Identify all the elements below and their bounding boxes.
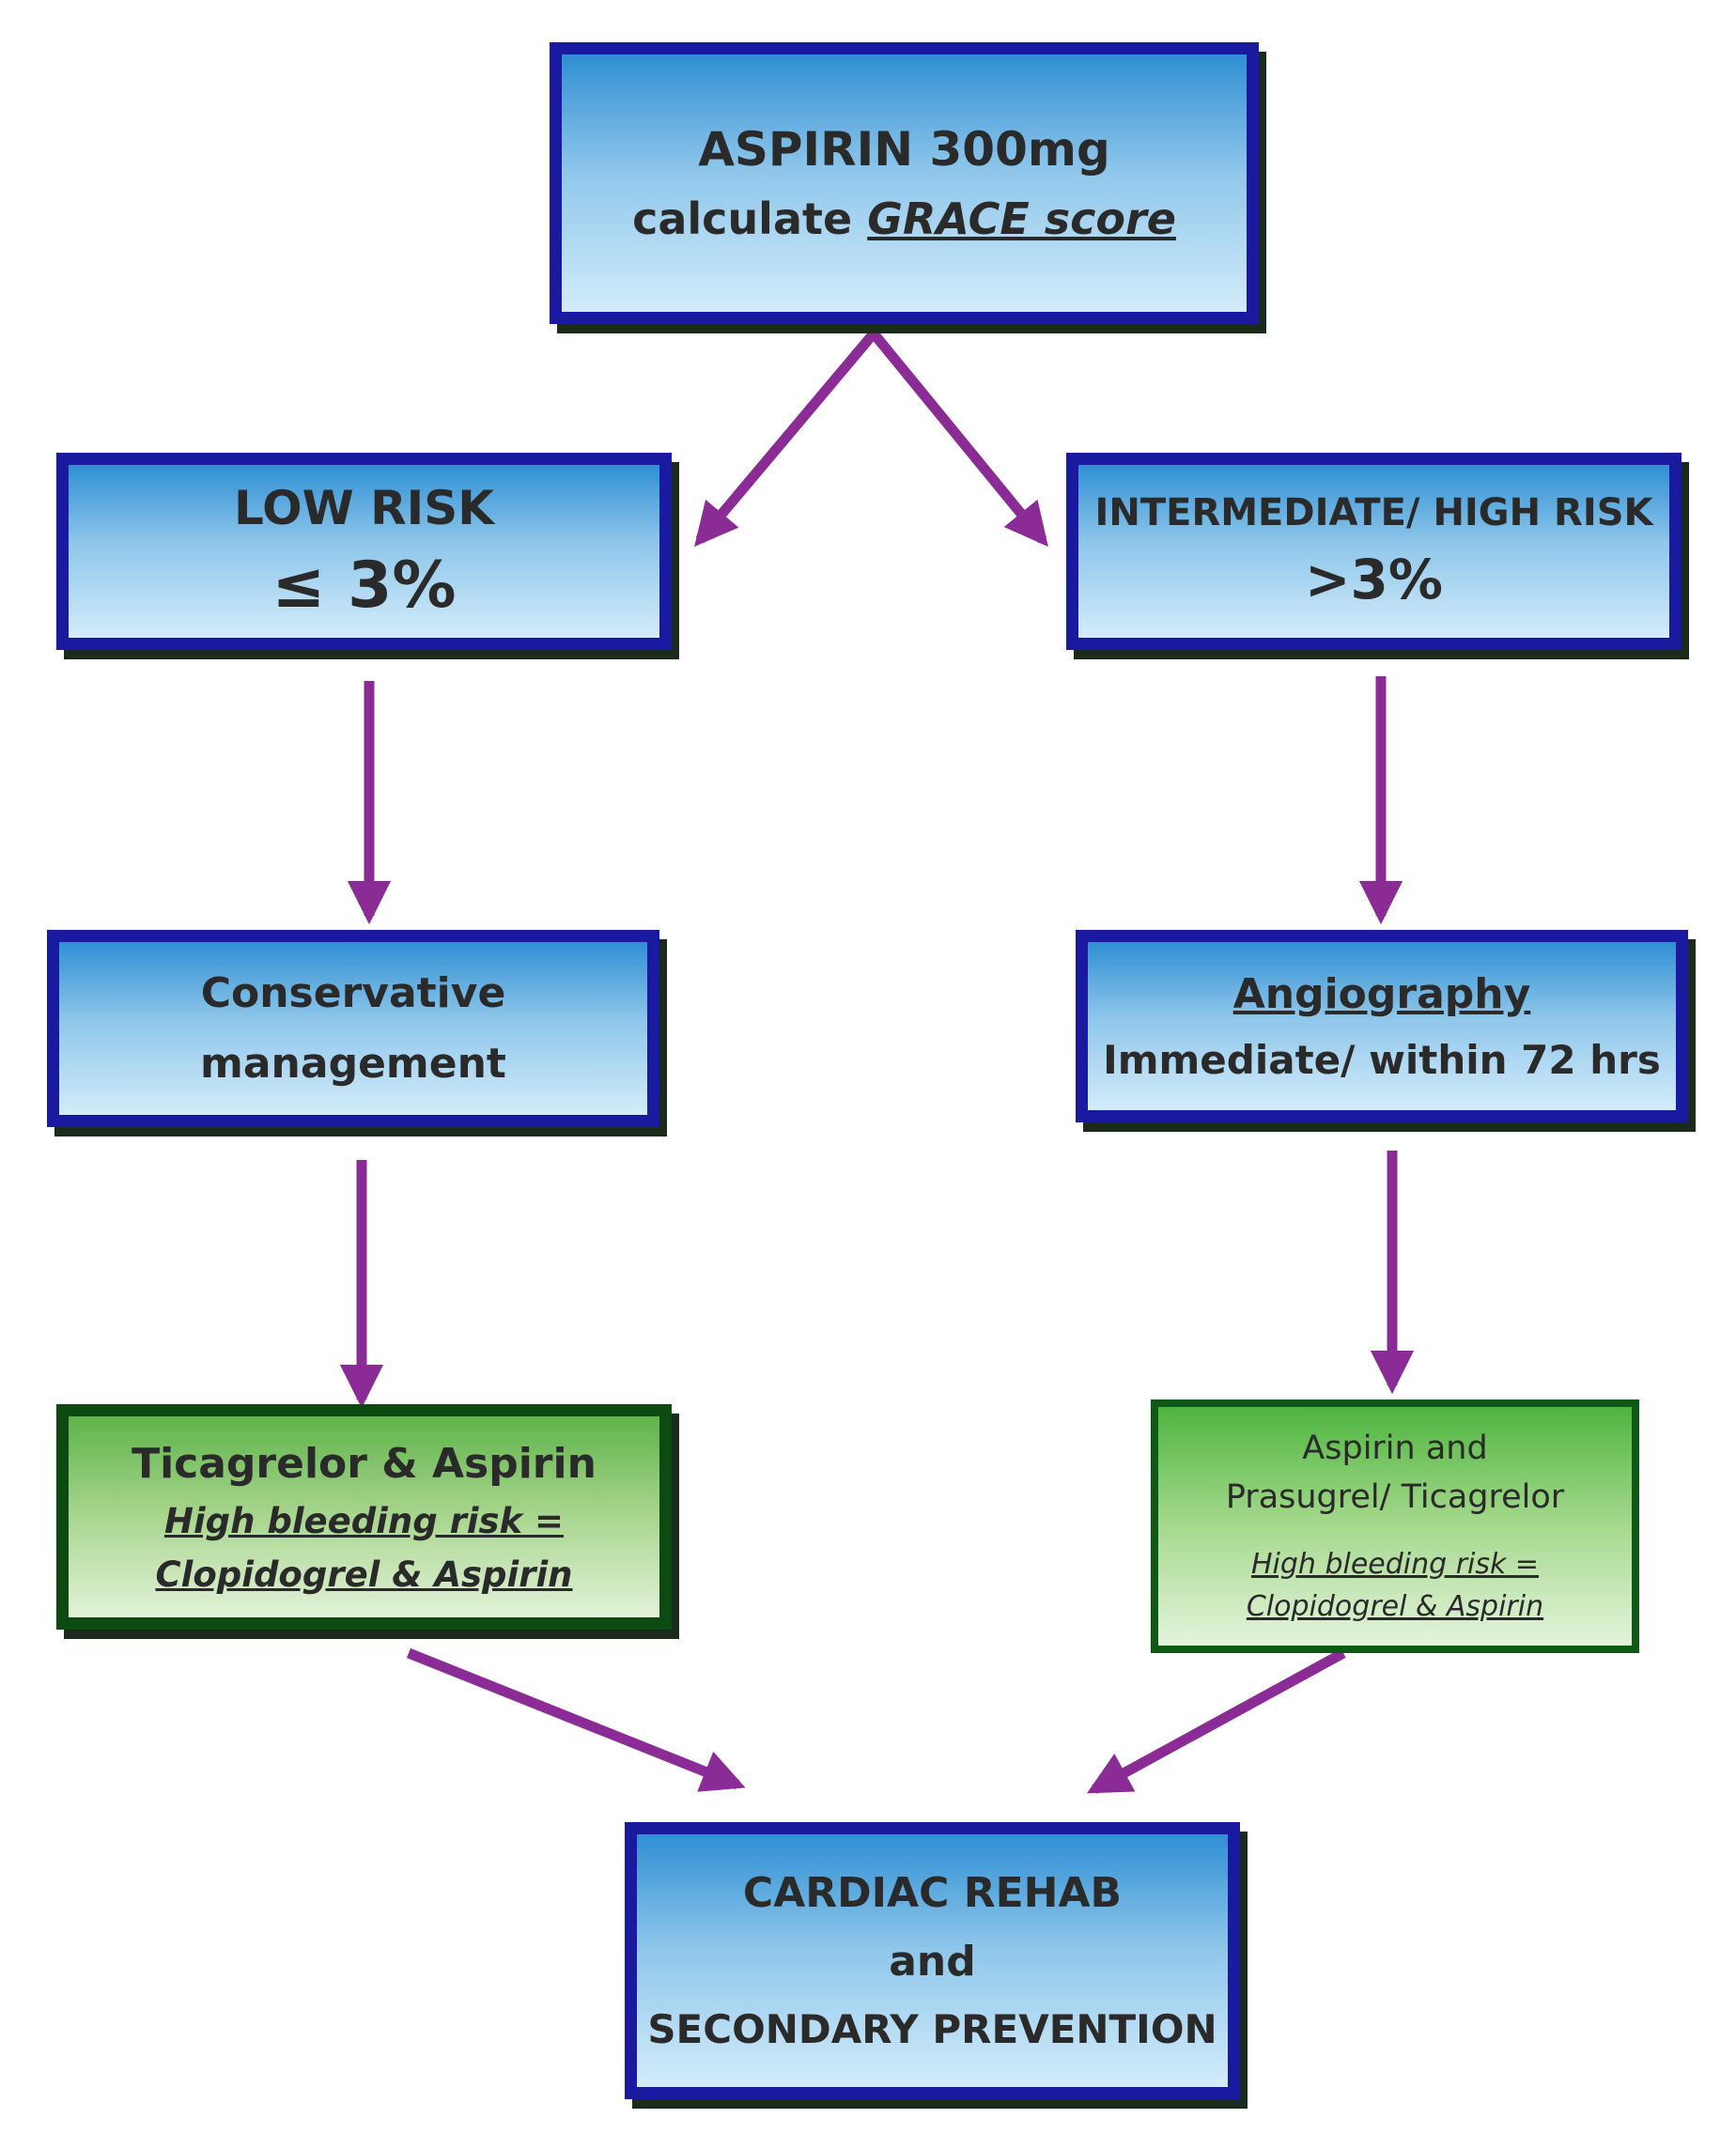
high-treatment-bleeding-risk: High bleeding risk = (1250, 1548, 1540, 1581)
start-subtitle-prefix: calculate (632, 193, 868, 244)
low-treatment-alternative: Clopidogrel & Aspirin (155, 1554, 573, 1595)
rehab-line3: SECONDARY PREVENTION (647, 2006, 1217, 2052)
angiography-title: Angiography (1232, 969, 1531, 1018)
low-risk-value: ≤ 3% (271, 548, 457, 623)
low-risk-title: LOW RISK (233, 480, 494, 535)
node-aspirin-start: ASPIRIN 300mg calculate GRACE score (550, 42, 1259, 324)
arrow-start-to-low-risk (694, 330, 878, 548)
conservative-line2: management (200, 1040, 506, 1088)
node-cardiac-rehab: CARDIAC REHAB and SECONDARY PREVENTION (625, 1822, 1240, 2099)
high-risk-title: INTERMEDIATE/ HIGH RISK (1094, 491, 1653, 534)
node-aspirin-prasugrel: Aspirin and Prasugrel/ Ticagrelor High b… (1151, 1399, 1639, 1653)
node-ticagrelor-aspirin: Ticagrelor & Aspirin High bleeding risk … (56, 1404, 672, 1630)
arrow-high-treatment-to-rehab (1086, 1648, 1346, 1794)
high-treatment-line2: Prasugrel/ Ticagrelor (1225, 1478, 1565, 1516)
low-treatment-main: Ticagrelor & Aspirin (132, 1439, 597, 1488)
arrow-start-to-high-risk (869, 330, 1048, 548)
arrow-low-treatment-to-rehab (406, 1647, 746, 1792)
low-treatment-bleeding-risk: High bleeding risk = (163, 1500, 565, 1541)
high-risk-value: >3% (1304, 548, 1444, 611)
angiography-timing: Immediate/ within 72 hrs (1103, 1036, 1661, 1083)
node-low-risk: LOW RISK ≤ 3% (56, 453, 672, 650)
conservative-line1: Conservative (200, 969, 506, 1017)
start-title: ASPIRIN 300mg (698, 122, 1110, 177)
high-treatment-alternative: Clopidogrel & Aspirin (1246, 1590, 1544, 1623)
grace-score-link: GRACE score (867, 193, 1176, 244)
node-conservative-management: Conservative management (47, 930, 659, 1127)
node-intermediate-high-risk: INTERMEDIATE/ HIGH RISK >3% (1066, 453, 1682, 650)
node-angiography: Angiography Immediate/ within 72 hrs (1076, 930, 1688, 1122)
high-treatment-line1: Aspirin and (1302, 1430, 1488, 1467)
rehab-line2: and (889, 1938, 976, 1986)
start-subtitle: calculate GRACE score (632, 193, 1176, 244)
rehab-line1: CARDIAC REHAB (742, 1869, 1123, 1917)
